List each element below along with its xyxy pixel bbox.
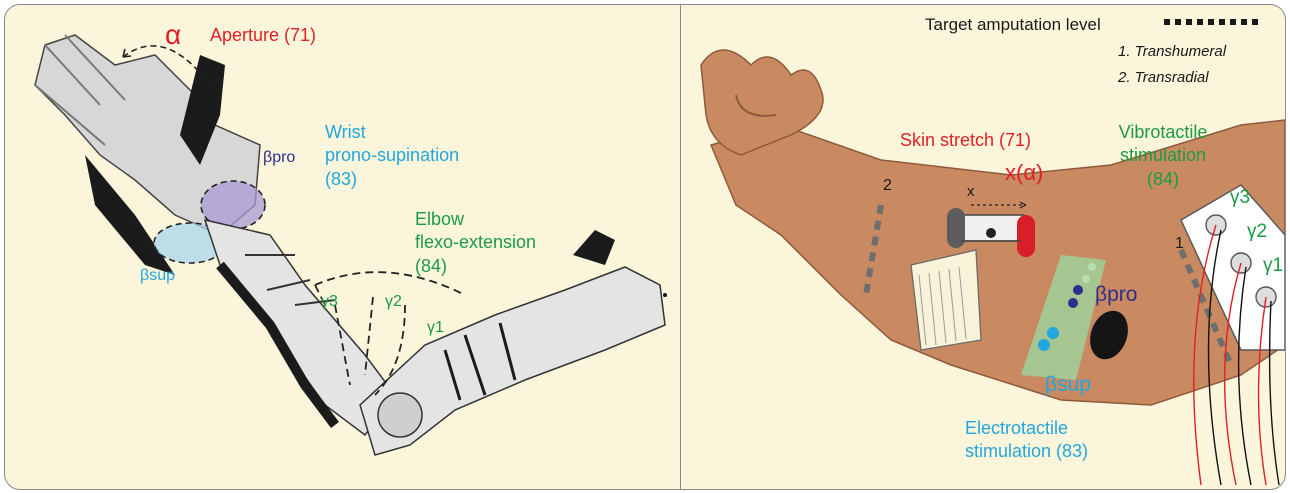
beta-pro-label: βpro <box>263 149 295 167</box>
wrist-label: Wrist prono-supination (83) <box>325 121 459 191</box>
figure-frame: α Aperture (71) βpro Wrist prono-supinat… <box>4 4 1286 490</box>
electro-beta-pro-label: βpro <box>1095 283 1137 307</box>
wrist-label-line3: (83) <box>325 168 459 191</box>
marker-2-label: 2 <box>883 177 892 195</box>
electrode-idle-1 <box>1088 263 1096 271</box>
gamma3-label: γ3 <box>321 293 338 311</box>
electro-beta-sup-label: βsup <box>1045 373 1091 397</box>
gamma2-label: γ2 <box>385 293 402 311</box>
vibrotactile-label-line1: Vibrotactile <box>1093 121 1233 144</box>
electrode-sup-2 <box>1038 339 1050 351</box>
vibro-gamma2-label: γ2 <box>1247 221 1267 243</box>
gamma1-label: γ1 <box>427 319 444 337</box>
electrode-sup-1 <box>1047 327 1059 339</box>
alpha-symbol: α <box>165 19 181 51</box>
electrotactile-label-line1: Electrotactile <box>965 417 1088 440</box>
electrotactile-label-line2: stimulation (83) <box>965 440 1088 463</box>
target-level-title: Target amputation level <box>925 15 1101 35</box>
vibrotactile-label-line2: stimulation <box>1093 144 1233 167</box>
elbow-label: Elbow flexo-extension (84) <box>415 208 536 278</box>
x-alpha-label: x(α) <box>1005 160 1043 185</box>
level-transradial: 2. Transradial <box>1118 69 1209 86</box>
level-transhumeral: 1. Transhumeral <box>1118 43 1226 60</box>
aperture-label: Aperture (71) <box>210 25 316 46</box>
vibro-gamma1-label: γ1 <box>1263 255 1283 277</box>
elbow-label-line3: (84) <box>415 255 536 278</box>
prosthetic-arm-illustration <box>5 5 680 489</box>
beta-sup-label: βsup <box>140 267 175 285</box>
vibro-gamma3-label: γ3 <box>1230 187 1250 209</box>
vibrotactile-label-line3: (84) <box>1093 168 1233 191</box>
elbow-label-line1: Elbow <box>415 208 536 231</box>
wrist-label-line1: Wrist <box>325 121 459 144</box>
x-label: x <box>967 183 975 200</box>
target-level-legend-dashes <box>1164 19 1258 25</box>
electrode-idle-2 <box>1082 275 1090 283</box>
elbow-label-line2: flexo-extension <box>415 231 536 254</box>
electrotactile-label: Electrotactile stimulation (83) <box>965 417 1088 464</box>
electrode-pro-2 <box>1068 298 1078 308</box>
wrist-label-line2: prono-supination <box>325 144 459 167</box>
skin-stretch-label: Skin stretch (71) <box>900 130 1031 151</box>
vibrotactile-label: Vibrotactile stimulation (84) <box>1093 121 1233 191</box>
marker-1-label: 1 <box>1175 235 1184 253</box>
electrode-pro-1 <box>1073 285 1083 295</box>
